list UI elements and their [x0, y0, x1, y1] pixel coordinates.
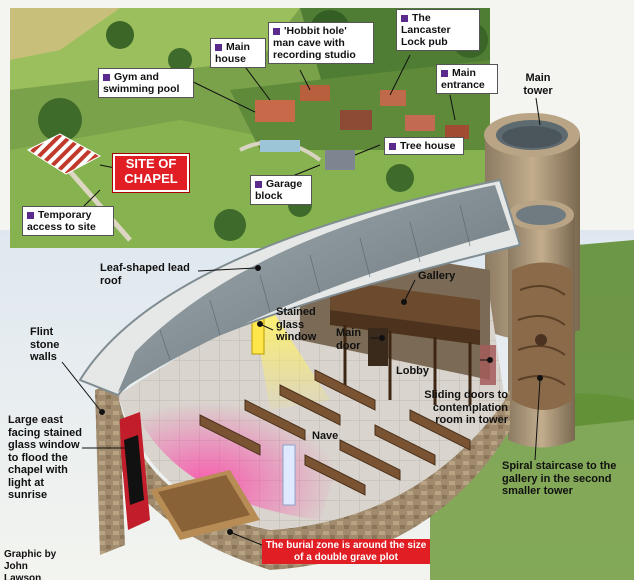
- label-gallery: Gallery: [418, 270, 456, 282]
- site-of-chapel-badge: SITE OF CHAPEL: [113, 154, 189, 192]
- label-tree-house: Tree house: [384, 137, 464, 155]
- label-hobbit-hole: 'Hobbit hole' man cave with recording st…: [268, 22, 374, 64]
- label-nave: Nave: [312, 430, 339, 442]
- label-main-door: Main door: [336, 327, 362, 352]
- label-main-house: Main house: [210, 38, 266, 68]
- leader-lines: [61, 97, 543, 546]
- label-pub: The Lancaster Lock pub: [396, 9, 480, 51]
- label-leaf-roof: Leaf-shaped lead roof: [100, 262, 190, 287]
- graphic-credit: Graphic by John Lawson: [4, 549, 57, 580]
- label-sliding-doors: Sliding doors to contemplation room in t…: [424, 389, 508, 426]
- label-lobby: Lobby: [396, 365, 429, 377]
- burial-zone-callout: The burial zone is around the size of a …: [262, 539, 430, 564]
- label-gym: Gym and swimming pool: [98, 68, 194, 98]
- label-main-entrance: Main entrance: [436, 64, 498, 94]
- label-flint-walls: Flint stone walls: [30, 326, 60, 363]
- label-main-tower: Main tower: [523, 72, 553, 97]
- label-garage: Garage block: [250, 175, 312, 205]
- label-temporary-access: Temporary access to site: [22, 206, 114, 236]
- label-east-window: Large east facing stained glass window t…: [8, 414, 82, 501]
- label-spiral-staircase: Spiral staircase to the gallery in the s…: [502, 460, 617, 497]
- chapel-cutaway: [78, 178, 522, 570]
- label-stained-glass: Stained glass window: [276, 306, 317, 343]
- second-tower-shape: [508, 200, 575, 448]
